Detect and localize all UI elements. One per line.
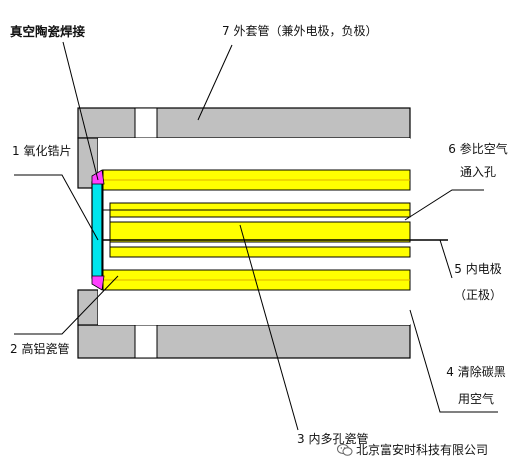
label-reference-air-line2: 通入孔 <box>459 165 496 179</box>
outer-tube-top-slot <box>134 107 158 139</box>
multi-bore-tube-middle <box>109 221 411 243</box>
label-vacuum-ceramic-weld: 真空陶瓷焊接 <box>10 24 86 39</box>
weld-point-bottom <box>91 275 105 291</box>
wechat-icon <box>337 443 353 456</box>
label-outer-tube: 7 外套管（兼外电极，负极） <box>222 24 378 38</box>
label-inner-electrode-line1: 5 内电极 <box>454 262 502 276</box>
watermark-text: 北京富安时科技有限公司 <box>356 443 489 457</box>
label-inner-electrode-line2: （正极） <box>453 288 502 302</box>
label-reference-air-line1: 6 参比空气 <box>448 142 508 156</box>
label-zirconia-disc: 1 氧化锆片 <box>12 144 72 158</box>
label-soot-removal-air-line1: 4 清除碳黑 <box>446 365 506 379</box>
watermark: 北京富安时科技有限公司 <box>337 441 488 458</box>
outer-tube-bottom-wall <box>77 324 411 359</box>
label-inner-multi-bore-tube: 3 内多孔瓷管 <box>297 432 369 446</box>
zirconia-disc <box>91 181 103 279</box>
outer-tube-top-wall <box>77 107 411 139</box>
label-high-alumina-tube: 2 高铝瓷管 <box>10 342 70 356</box>
label-soot-removal-air-line2: 用空气 <box>457 392 494 406</box>
outer-tube-bottom-slot <box>134 324 158 359</box>
multi-bore-tube-lower <box>109 246 411 258</box>
weld-point-top <box>91 169 105 185</box>
